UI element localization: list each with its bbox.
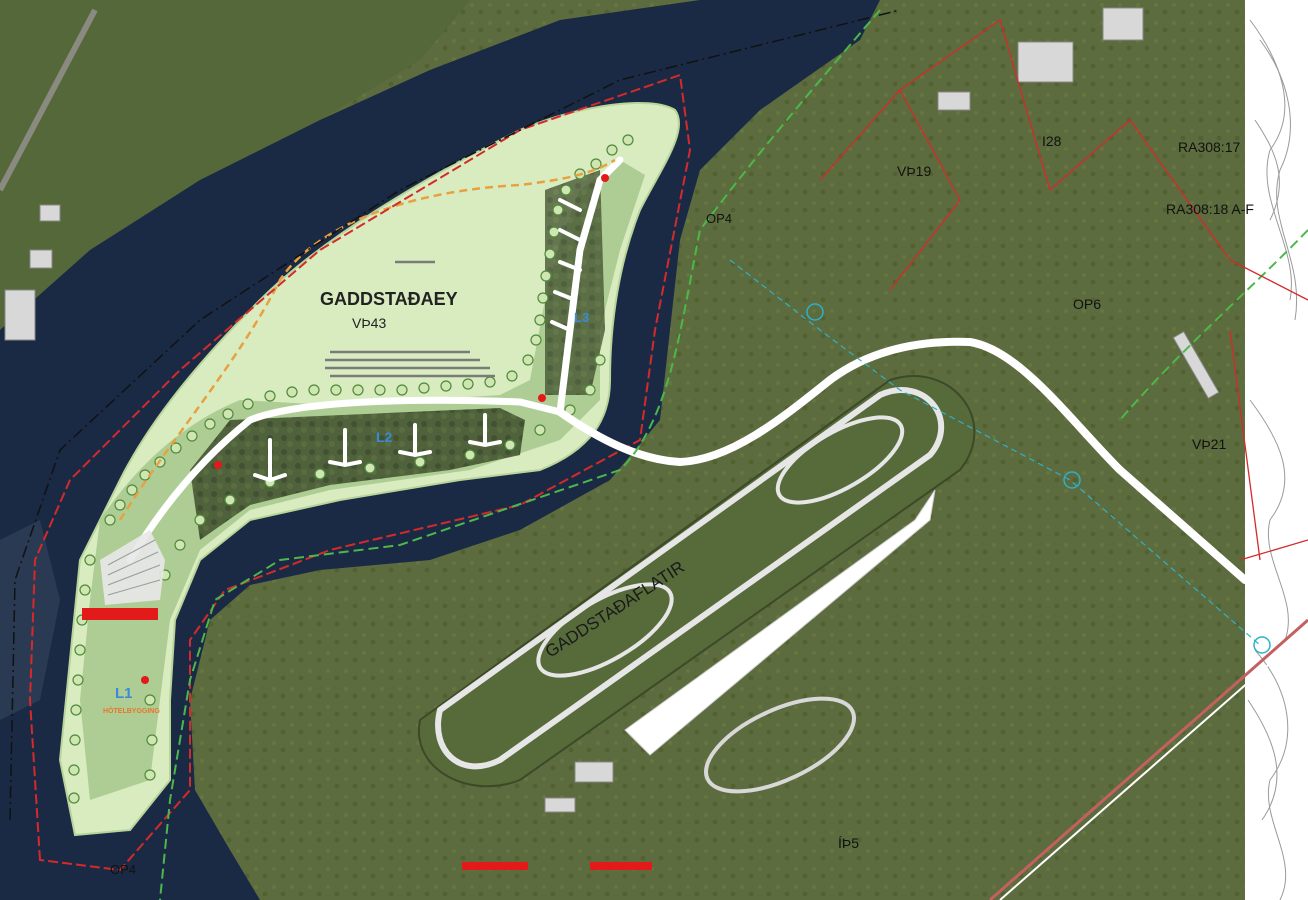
northeast-buildings — [4, 7, 1220, 813]
cul-de-sac-branches — [253, 198, 582, 483]
small-oval-south — [704, 696, 856, 794]
bridge-marker — [82, 608, 158, 620]
hotel-label: HÓTELBYGGING — [103, 706, 160, 715]
lot-label-l1: L1 — [115, 685, 133, 702]
small-oval-north — [775, 415, 905, 505]
south-crossing-left — [462, 862, 528, 870]
zone-label-i28: I28 — [1042, 133, 1062, 149]
sheet-margin — [1245, 0, 1308, 900]
lot-label-l2: L2 — [376, 429, 393, 445]
south-road-edge — [999, 629, 1308, 900]
racetrack-oval — [435, 387, 945, 770]
zone-label-op6: OP6 — [1073, 296, 1101, 312]
walking-path — [118, 158, 616, 521]
west-road — [0, 8, 98, 192]
zone-label-op4-north: OP4 — [706, 211, 732, 226]
zone-label-ith5: ÍÞ5 — [838, 835, 859, 851]
zone-label-vth19: VÞ19 — [897, 163, 931, 179]
small-oval-mid — [536, 582, 674, 678]
south-road — [989, 618, 1308, 900]
south-crossing-right — [590, 862, 652, 870]
contour-lines — [1247, 19, 1298, 900]
island-name-label: GADDSTAÐAEY — [320, 289, 458, 309]
racetrack-field — [417, 375, 976, 788]
parking-area — [100, 530, 165, 605]
lot-boundaries — [819, 18, 1308, 561]
northwest-farmland — [0, 0, 470, 330]
zone-label-vth43: VÞ43 — [352, 315, 386, 331]
lot-label-l3: L3 — [574, 310, 589, 325]
green-boundary-line — [159, 9, 881, 900]
riding-hall — [624, 489, 936, 756]
green-boundary-east — [1119, 229, 1308, 421]
access-road — [556, 337, 1249, 584]
island-forest-area — [190, 408, 525, 540]
zone-label-op4-south: OP4 — [110, 862, 136, 877]
site-markers — [141, 174, 609, 684]
site-hatching — [325, 260, 495, 378]
utility-lines — [729, 259, 1261, 646]
zone-label-ra308-18: RA308:18 A-F — [1166, 201, 1254, 217]
island-roads — [126, 156, 624, 564]
zone-label-ra308-17: RA308:17 — [1178, 139, 1240, 155]
outer-boundary-red — [28, 73, 692, 872]
river-lower-left — [0, 520, 60, 720]
zone-label-vth21: VÞ21 — [1192, 436, 1226, 452]
island-trees — [68, 134, 634, 804]
utility-markers — [806, 303, 1271, 654]
